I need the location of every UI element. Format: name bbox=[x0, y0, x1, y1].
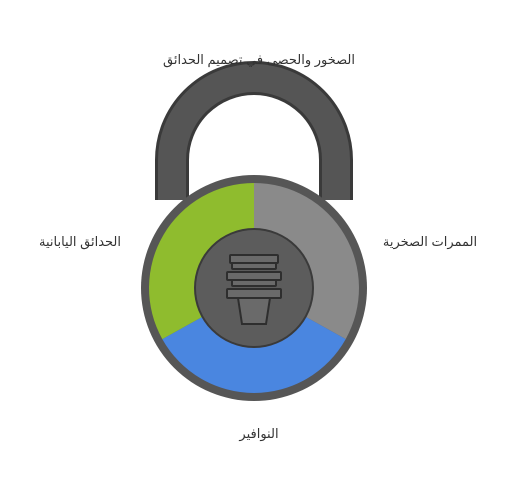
segment-label-stone-paths: الممرات الصخرية bbox=[382, 234, 478, 249]
diagram-title: الصخور والحصى في تصميم الحدائق bbox=[163, 52, 355, 67]
segment-label-fountains: النوافير bbox=[239, 426, 279, 441]
segment-label-japanese-gardens: الحدائق اليابانية bbox=[38, 234, 122, 249]
lock-shackle-inner bbox=[158, 64, 350, 200]
stacked-stones-icon bbox=[226, 254, 282, 325]
